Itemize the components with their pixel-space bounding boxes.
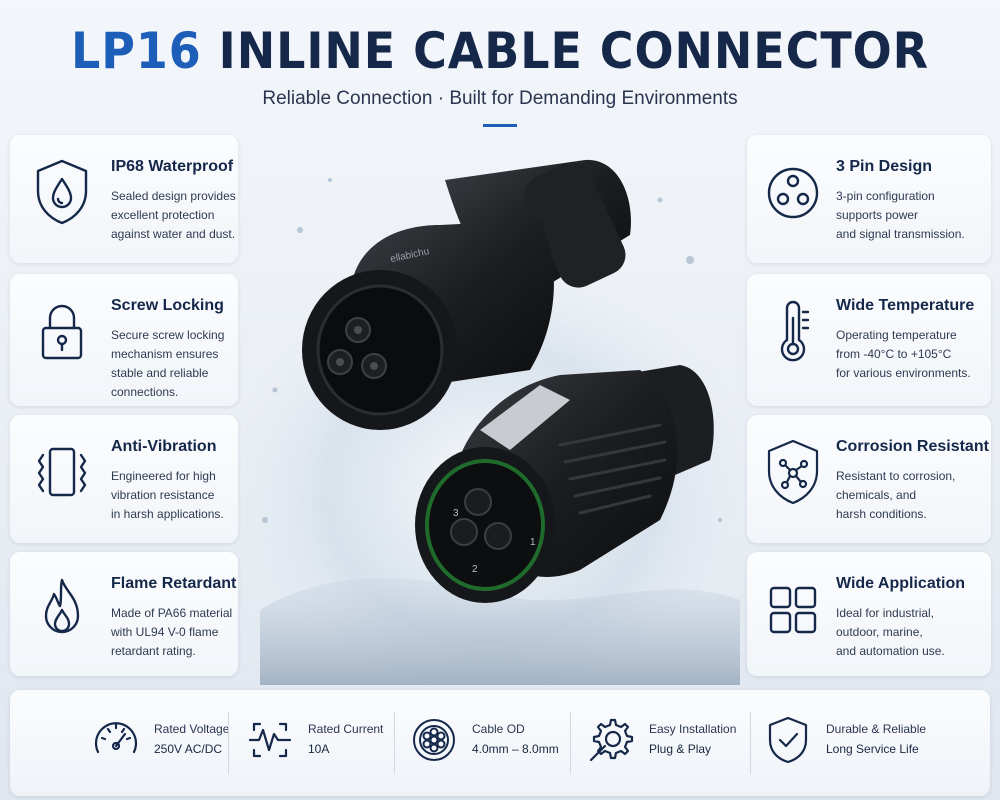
- feature-card-wide-temperature: Wide Temperature Operating temperature f…: [747, 274, 991, 406]
- feature-line: Ideal for industrial,: [836, 606, 935, 620]
- feature-line: supports power: [836, 208, 919, 222]
- feature-card-corrosion-resistant: Corrosion Resistant Resistant to corrosi…: [747, 415, 991, 543]
- feature-line: in harsh applications.: [111, 507, 224, 521]
- page-title: LP16 INLINE CABLE CONNECTOR: [40, 22, 960, 80]
- water-pool: [260, 578, 740, 685]
- feature-description: Made of PA66 material with UL94 V-0 flam…: [111, 604, 236, 661]
- spec-divider: [228, 712, 229, 774]
- feature-line: and automation use.: [836, 644, 945, 658]
- feature-line: and signal transmission.: [836, 227, 965, 241]
- feature-description: Operating temperature from -40°C to +105…: [836, 326, 986, 383]
- page-subtitle: Reliable Connection · Built for Demandin…: [262, 88, 738, 109]
- feature-card-ip68: IP68 Waterproof Sealed design provides e…: [10, 135, 238, 263]
- locking-clip: [480, 385, 570, 450]
- feature-line: harsh conditions.: [836, 507, 927, 521]
- feature-title: Wide Temperature: [836, 297, 975, 314]
- three-pin-icon: [761, 157, 825, 227]
- feature-line: Sealed design provides: [111, 189, 236, 203]
- feature-card-3-pin: 3 Pin Design 3-pin configuration support…: [747, 135, 991, 263]
- current-wave-icon: [244, 714, 296, 766]
- feature-title: IP68 Waterproof: [111, 158, 234, 175]
- feature-line: connections.: [111, 385, 179, 399]
- spec-value: 10A: [308, 742, 330, 756]
- feature-line: Resistant to corrosion,: [836, 469, 956, 483]
- feature-line: for various environments.: [836, 366, 971, 380]
- feature-line: Secure screw locking: [111, 328, 225, 342]
- feature-card-flame-retardant: Flame Retardant Made of PA66 material wi…: [10, 552, 238, 676]
- feature-card-wide-application: Wide Application Ideal for industrial, o…: [747, 552, 991, 676]
- feature-line: against water and dust.: [111, 227, 236, 241]
- spec-label: Rated Voltage: [154, 722, 230, 736]
- spec-label: Easy Installation: [649, 722, 737, 736]
- feature-description: Engineered for high vibration resistance…: [111, 467, 236, 524]
- feature-line: stable and reliable: [111, 366, 209, 380]
- feature-title: Anti-Vibration: [111, 438, 217, 455]
- spec-label: Durable & Reliable: [826, 722, 927, 736]
- feature-card-screw-locking: Screw Locking Secure screw locking mecha…: [10, 274, 238, 406]
- grid-icon: [761, 574, 825, 644]
- shield-check-icon: [762, 714, 814, 766]
- feature-line: with UL94 V-0 flame: [111, 625, 219, 639]
- pin-number: 1: [530, 537, 536, 548]
- feature-title: Corrosion Resistant: [836, 438, 989, 455]
- gauge-icon: [90, 714, 142, 766]
- feature-line: retardant rating.: [111, 644, 196, 658]
- pin-number: 2: [472, 564, 478, 575]
- title-rest: INLINE CABLE CONNECTOR: [201, 22, 929, 80]
- feature-description: Sealed design provides excellent protect…: [111, 187, 236, 244]
- spec-divider: [750, 712, 751, 774]
- feature-line: Operating temperature: [836, 328, 957, 342]
- spec-bar: Rated Voltage 250V AC/DC Rated Current 1…: [10, 690, 990, 796]
- flame-icon: [30, 574, 94, 644]
- water-droplets: [262, 178, 722, 523]
- feature-title: 3 Pin Design: [836, 158, 933, 175]
- feature-line: 3-pin configuration: [836, 189, 935, 203]
- title-accent: LP16: [70, 22, 202, 80]
- spec-value: 4.0mm – 8.0mm: [472, 742, 559, 756]
- header: LP16 INLINE CABLE CONNECTOR Reliable Con…: [0, 0, 1000, 135]
- feature-line: outdoor, marine,: [836, 625, 923, 639]
- feature-description: Secure screw locking mechanism ensures s…: [111, 326, 236, 402]
- thermometer-icon: [761, 296, 825, 366]
- title-underline: [483, 124, 517, 127]
- feature-line: mechanism ensures: [111, 347, 219, 361]
- product-image: ellabichu 3 1 2: [240, 140, 745, 690]
- spec-value: Long Service Life: [826, 742, 919, 756]
- pin-number: 3: [453, 508, 459, 519]
- feature-line: from -40°C to +105°C: [836, 347, 952, 361]
- feature-line: excellent protection: [111, 208, 215, 222]
- feature-line: Engineered for high: [111, 469, 216, 483]
- padlock-icon: [30, 296, 94, 366]
- spec-label: Rated Current: [308, 722, 384, 736]
- feature-description: 3-pin configuration supports power and s…: [836, 187, 986, 244]
- feature-line: Made of PA66 material: [111, 606, 233, 620]
- feature-line: vibration resistance: [111, 488, 215, 502]
- lower-connector: 3 1 2: [415, 365, 714, 603]
- spec-label: Cable OD: [472, 722, 525, 736]
- feature-title: Wide Application: [836, 575, 966, 592]
- feature-description: Resistant to corrosion, chemicals, and h…: [836, 467, 986, 524]
- feature-title: Flame Retardant: [111, 575, 237, 592]
- shield-molecule-icon: [761, 437, 825, 507]
- upper-connector: ellabichu: [302, 159, 631, 430]
- feature-title: Screw Locking: [111, 297, 224, 314]
- spec-divider: [570, 712, 571, 774]
- feature-line: chemicals, and: [836, 488, 917, 502]
- vibration-icon: [30, 437, 94, 507]
- feature-card-anti-vibration: Anti-Vibration Engineered for high vibra…: [10, 415, 238, 543]
- cable-cross-section-icon: [408, 714, 460, 766]
- gear-wrench-icon: [585, 714, 637, 766]
- spec-value: 250V AC/DC: [154, 742, 223, 756]
- spec-divider: [394, 712, 395, 774]
- spec-value: Plug & Play: [649, 742, 712, 756]
- feature-description: Ideal for industrial, outdoor, marine, a…: [836, 604, 986, 661]
- shield-water-drop-icon: [30, 157, 94, 227]
